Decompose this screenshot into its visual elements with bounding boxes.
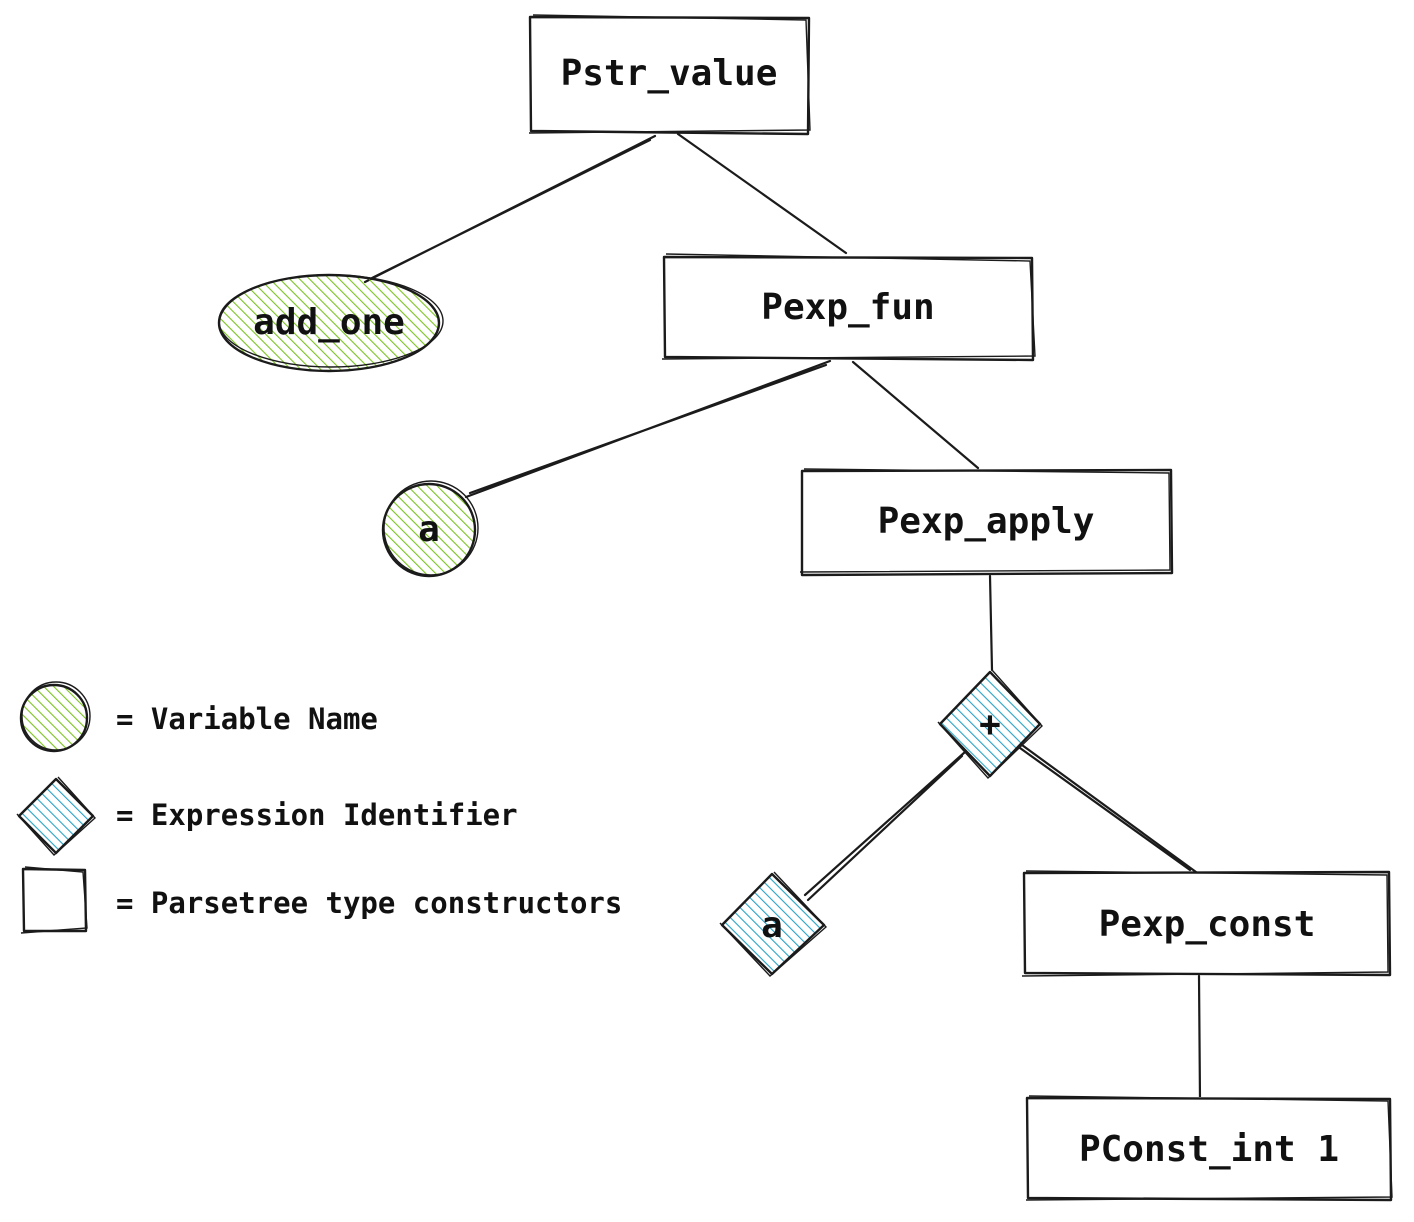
legend: = Variable Name = Expression Identifier … (16, 681, 622, 934)
edge-pstr-value-add-one (363, 134, 657, 284)
legend-variable: = Variable Name (19, 681, 378, 753)
node-label-pexp-fun: Pexp_fun (761, 287, 934, 328)
edge-pexp-const-pconst-int (1197, 974, 1202, 1102)
node-pconst-int: PConst_int 1 (1025, 1095, 1393, 1202)
node-label-add-one: add_one (253, 302, 405, 343)
legend-variable-swatch (21, 685, 87, 751)
node-expr-a: a (719, 871, 828, 977)
node-pexp-apply: Pexp_apply (799, 468, 1174, 577)
node-label-pconst-int: PConst_int 1 (1079, 1129, 1339, 1170)
node-label-var-a: a (418, 509, 440, 550)
node-plus: + (937, 669, 1043, 780)
edge-pexp-fun-pexp-apply (851, 360, 980, 470)
node-pexp-const: Pexp_const (1021, 870, 1392, 977)
legend-expression-label: = Expression Identifier (116, 798, 518, 832)
node-add-one: add_one (217, 273, 444, 373)
legend-expression-swatch (19, 779, 93, 853)
edge-pexp-apply-plus (988, 574, 994, 672)
node-label-plus: + (979, 704, 1001, 745)
node-label-pstr-value: Pstr_value (561, 53, 778, 94)
legend-variable-label: = Variable Name (116, 702, 378, 736)
legend-constructor-label: = Parsetree type constructors (116, 886, 622, 920)
edges (363, 132, 1202, 1102)
node-label-pexp-const: Pexp_const (1099, 904, 1316, 945)
edge-pstr-value-pexp-fun (676, 132, 848, 255)
edge-pexp-fun-var-a (464, 359, 832, 499)
legend-constructor: = Parsetree type constructors (20, 866, 622, 934)
legend-constructor-swatch (23, 869, 85, 931)
node-pexp-fun: Pexp_fun (661, 253, 1036, 362)
node-label-pexp-apply: Pexp_apply (878, 501, 1095, 542)
legend-expression: = Expression Identifier (16, 776, 518, 856)
node-label-expr-a: a (761, 905, 783, 946)
edge-plus-pexp-const (1018, 743, 1198, 874)
node-var-a: a (381, 480, 479, 578)
node-pstr-value: Pstr_value (528, 14, 811, 136)
edge-plus-expr-a (803, 750, 967, 902)
